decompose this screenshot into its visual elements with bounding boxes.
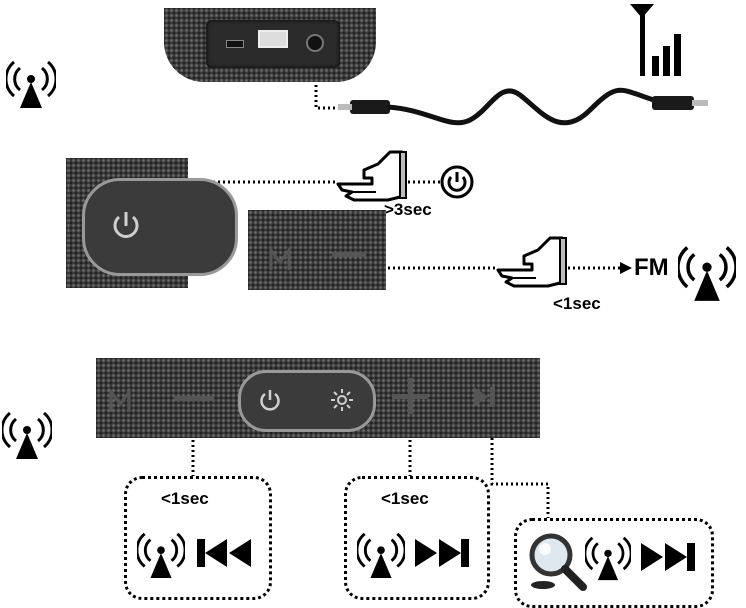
power-button-closeup: [66, 158, 238, 288]
skip-next-icon[interactable]: [472, 384, 498, 410]
scan-station-box: [514, 518, 714, 608]
usb-port: [258, 30, 288, 48]
power-icon: [440, 165, 474, 199]
skip-next-icon: [641, 543, 695, 571]
device-ports-panel: [164, 8, 376, 82]
radio-antenna-icon: [137, 532, 185, 579]
next-press-label: <1sec: [381, 489, 429, 508]
mode-button-closeup: [248, 210, 386, 290]
power-icon: [113, 212, 139, 238]
radio-antenna-icon: [357, 532, 405, 579]
radio-antenna-icon: [2, 411, 52, 459]
radio-antenna-icon: [585, 536, 631, 581]
plus-button[interactable]: [392, 378, 428, 414]
skip-next-icon: [415, 539, 469, 567]
ports-recess: [206, 20, 340, 68]
previous-station-box: <1sec: [124, 476, 272, 600]
pointing-hand-icon: [496, 236, 567, 288]
minus-mark: [332, 252, 366, 257]
mode-m-icon: [109, 388, 131, 412]
prev-press-label: <1sec: [161, 489, 209, 508]
power-hold-label: >3sec: [384, 200, 432, 219]
aux-jack: [306, 34, 324, 52]
power-button[interactable]: [82, 178, 238, 276]
radio-antenna-icon: [6, 60, 56, 108]
micro-usb-port: [226, 40, 244, 48]
pointing-hand-icon: [336, 150, 407, 202]
power-icon: [260, 390, 280, 411]
aux-cable: [338, 87, 708, 126]
skip-previous-icon: [197, 539, 251, 567]
mode-press-label: <1sec: [553, 294, 601, 313]
magnifier-icon: [529, 533, 587, 591]
radio-antenna-icon: [678, 246, 736, 301]
arrow-head: [620, 262, 632, 274]
power-light-button[interactable]: [238, 370, 376, 432]
mode-m-icon: [269, 246, 291, 270]
control-panel-strip: [96, 358, 540, 438]
fm-label: FM: [634, 254, 669, 281]
minus-button[interactable]: [174, 396, 214, 401]
next-station-box: <1sec: [344, 476, 490, 600]
signal-bars-icon: [630, 4, 681, 76]
light-icon: [331, 389, 353, 411]
